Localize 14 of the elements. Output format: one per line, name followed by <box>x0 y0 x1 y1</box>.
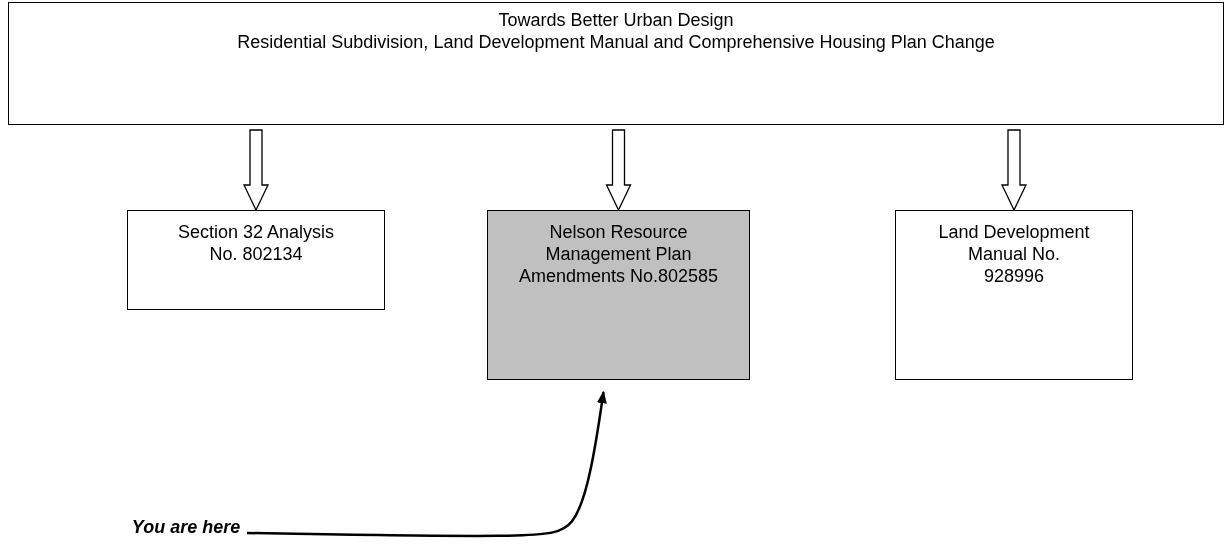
block-arrow <box>1000 129 1028 212</box>
title-text: Towards Better Urban Design <box>498 9 734 31</box>
process-box <box>895 210 1133 380</box>
process-box <box>127 210 385 310</box>
box-text: Land Development Manual No. 928996 <box>937 221 1091 287</box>
curved-arrow <box>246 390 607 538</box>
header-box <box>8 2 1224 125</box>
subtitle-text: Residential Subdivision, Land Development Manual and Comprehensive Housing Plan Change <box>237 31 995 53</box>
highlighted-box <box>487 210 750 380</box>
box-text: Section 32 Analysis No. 802134 <box>176 221 336 265</box>
pointer-text: You are here <box>131 516 241 538</box>
block-arrow <box>605 129 632 212</box>
box-text: Nelson Resource Management Plan Amendments No.802585 <box>518 221 719 287</box>
block-arrow <box>242 129 270 212</box>
